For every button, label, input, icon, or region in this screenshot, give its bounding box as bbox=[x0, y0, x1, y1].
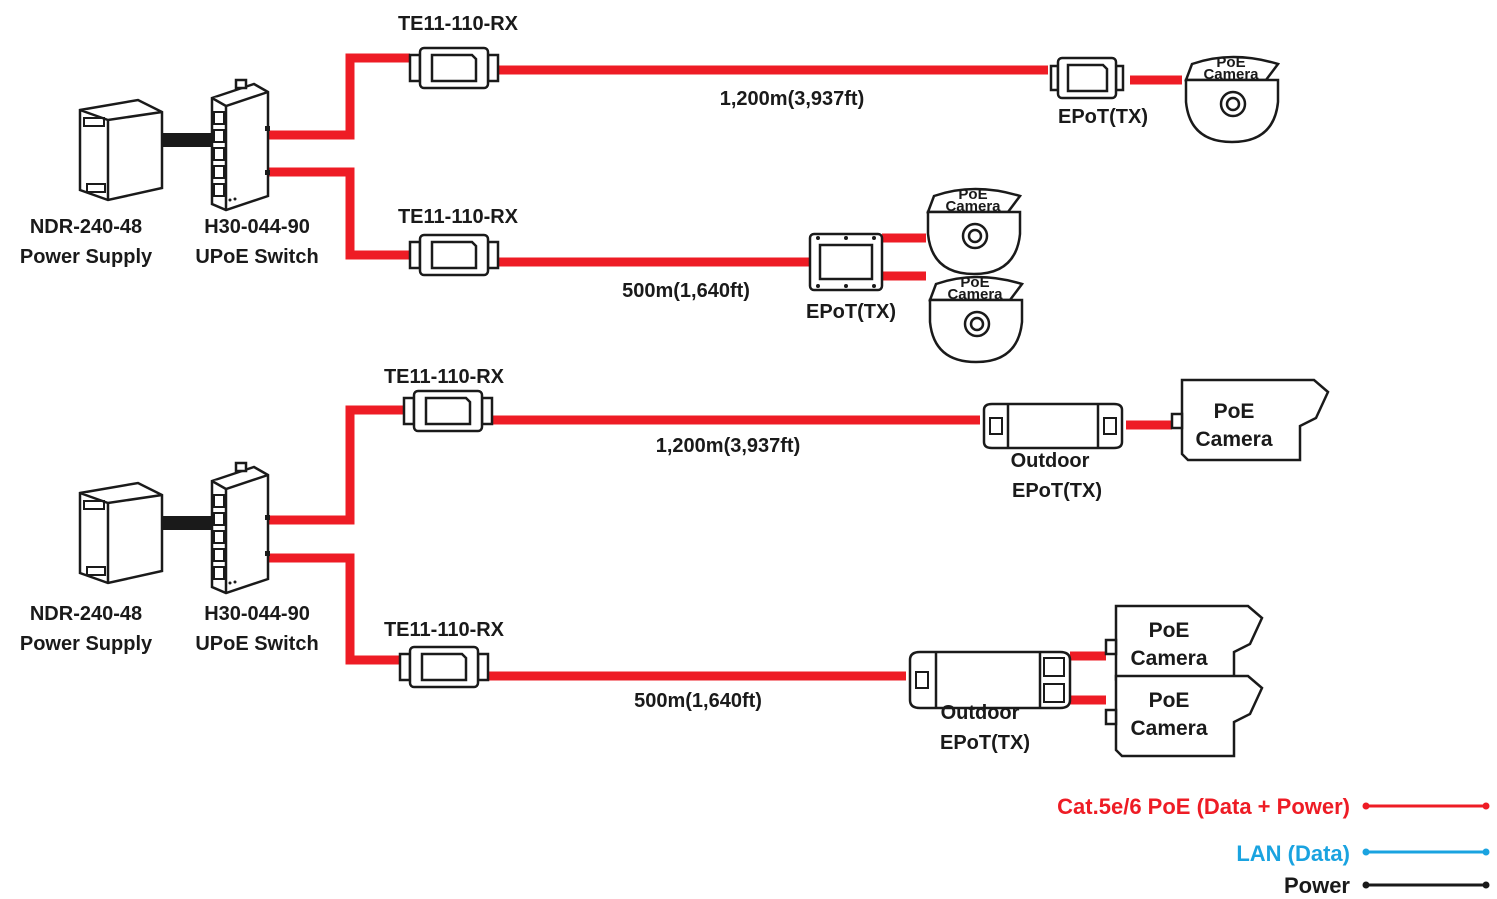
legend-item-lan: LAN (Data) bbox=[1236, 841, 1490, 866]
rx-label: TE11-110-RX bbox=[384, 619, 505, 641]
power-supply-model: NDR-240-48 bbox=[30, 216, 142, 238]
switch-type: UPoE Switch bbox=[195, 633, 318, 655]
legend: Cat.5e/6 PoE (Data + Power) LAN (Data) P… bbox=[1057, 794, 1490, 898]
outdoor-tx-label-line2: EPoT(TX) bbox=[1012, 480, 1102, 502]
outdoor-tx-extender-icon bbox=[908, 650, 1072, 710]
camera-label-line2: Camera bbox=[1130, 647, 1207, 670]
poe-cables-bottom bbox=[268, 405, 1172, 705]
system-top: NDR-240-48 Power Supply H30-044-90 UPoE … bbox=[20, 13, 1280, 364]
camera-label-line2: Camera bbox=[1130, 717, 1207, 740]
power-supply-model: NDR-240-48 bbox=[30, 603, 142, 625]
power-supply-icon bbox=[78, 481, 164, 585]
switch-model: H30-044-90 bbox=[204, 216, 310, 238]
legend-label-poe: Cat.5e/6 PoE (Data + Power) bbox=[1057, 794, 1350, 819]
legend-item-power: Power bbox=[1284, 873, 1490, 898]
camera-label-line1: PoE bbox=[960, 274, 989, 291]
rx-extender-icon bbox=[398, 645, 490, 689]
distance-label: 1,200m(3,937ft) bbox=[720, 88, 865, 110]
camera-label-line2: Camera bbox=[947, 286, 1003, 303]
rx-label: TE11-110-RX bbox=[398, 13, 519, 35]
camera-label-line2: Camera bbox=[1203, 66, 1259, 83]
camera-label-line1: PoE bbox=[1216, 54, 1245, 71]
tx-label: EPoT(TX) bbox=[806, 301, 896, 323]
rx-extender-icon bbox=[402, 389, 494, 433]
camera-label-line2: Camera bbox=[1195, 428, 1272, 451]
power-cable-bottom bbox=[162, 516, 214, 530]
legend-label-power: Power bbox=[1284, 873, 1350, 898]
poe-cables-top bbox=[268, 53, 1182, 281]
camera-label-line1: PoE bbox=[1149, 619, 1190, 642]
camera-label-line1: PoE bbox=[1214, 400, 1255, 423]
legend-item-poe: Cat.5e/6 PoE (Data + Power) bbox=[1057, 794, 1490, 819]
tx-label: EPoT(TX) bbox=[1058, 106, 1148, 128]
outdoor-tx-label-line1: Outdoor bbox=[941, 702, 1020, 724]
legend-label-lan: LAN (Data) bbox=[1236, 841, 1350, 866]
distance-label: 500m(1,640ft) bbox=[634, 690, 762, 712]
power-supply-type: Power Supply bbox=[20, 633, 153, 655]
distance-label: 1,200m(3,937ft) bbox=[656, 435, 801, 457]
distance-label: 500m(1,640ft) bbox=[622, 280, 750, 302]
switch-model: H30-044-90 bbox=[204, 603, 310, 625]
camera-label-line1: PoE bbox=[1149, 689, 1190, 712]
power-cable-top bbox=[162, 133, 214, 147]
rx-label: TE11-110-RX bbox=[398, 206, 519, 228]
tx-extender-icon bbox=[808, 232, 884, 292]
bullet-camera-icon bbox=[1104, 604, 1264, 688]
outdoor-tx-extender-icon bbox=[982, 402, 1124, 450]
rx-extender-icon bbox=[408, 233, 500, 277]
power-supply-icon bbox=[78, 98, 164, 202]
bullet-camera-icon bbox=[1104, 674, 1264, 758]
rx-label: TE11-110-RX bbox=[384, 366, 505, 388]
camera-label-line1: PoE bbox=[958, 186, 987, 203]
switch-icon bbox=[210, 78, 270, 212]
outdoor-tx-label-line1: Outdoor bbox=[1011, 450, 1090, 472]
switch-icon bbox=[210, 461, 270, 595]
outdoor-tx-label-line2: EPoT(TX) bbox=[940, 732, 1030, 754]
system-bottom: NDR-240-48 Power Supply H30-044-90 UPoE … bbox=[20, 366, 1330, 758]
tx-extender-icon bbox=[1049, 56, 1125, 100]
switch-type: UPoE Switch bbox=[195, 246, 318, 268]
camera-label-line2: Camera bbox=[945, 198, 1001, 215]
power-supply-type: Power Supply bbox=[20, 246, 153, 268]
rx-extender-icon bbox=[408, 46, 500, 90]
